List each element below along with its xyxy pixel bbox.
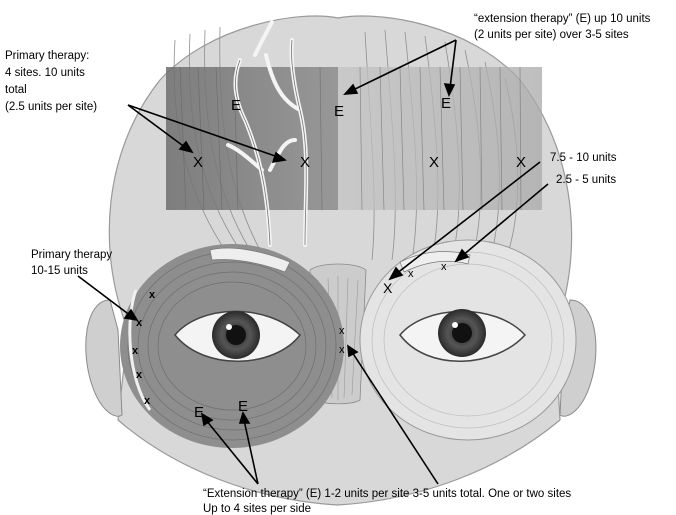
marker-extension-forehead-right: E [441,95,451,112]
extension-bottom-line-2: Up to 4 sites per side [203,503,311,515]
marker-glabella-small-1: x [339,325,345,337]
left-ear [86,300,122,416]
marker-orbicularis-small-1: x [149,289,156,301]
brow-high-dose-label: 7.5 - 10 units [550,152,617,164]
marker-extension-forehead-left: E [231,97,241,114]
marker-extension-lower-1: E [194,404,204,421]
primary-orbicularis-line-2: 10-15 units [31,265,88,277]
extension-bottom-line-1: “Extension therapy” (E) 1-2 units per si… [203,488,571,500]
extension-forehead-note: “extension therapy” (E) up 10 units (2 u… [474,13,654,41]
primary-forehead-note: Primary therapy: 4 sites. 10 units total… [5,50,97,113]
marker-primary-forehead-3: X [429,154,439,171]
marker-primary-brow: X [383,280,393,296]
marker-extension-forehead-center: E [334,103,344,120]
marker-orbicularis-small-3: x [132,345,139,357]
extension-forehead-line-1: “extension therapy” (E) up 10 units [474,13,651,25]
marker-primary-forehead-1: X [193,154,203,171]
primary-forehead-line-1: Primary therapy: [5,50,89,62]
marker-orbicularis-small-2: x [136,317,143,329]
primary-forehead-line-3: total [5,84,27,96]
extension-bottom-note: “Extension therapy” (E) 1-2 units per si… [203,488,574,515]
marker-orbicularis-small-4: x [136,369,143,381]
marker-extension-lower-2: E [238,398,248,415]
marker-primary-forehead-2: X [300,154,310,171]
marker-orbicularis-small-5: x [144,395,151,407]
primary-forehead-line-4: (2.5 units per site) [5,101,97,113]
marker-brow-small-2: x [441,261,447,273]
brow-low-dose-label: 2.5 - 5 units [556,174,616,186]
primary-orbicularis-line-1: Primary therapy [31,249,112,261]
forehead-right-shaded-band [338,67,542,210]
marker-glabella-small-2: x [339,344,345,356]
marker-primary-forehead-4: X [516,154,526,171]
extension-forehead-line-2: (2 units per site) over 3-5 sites [474,29,629,41]
marker-brow-small-1: x [408,268,414,280]
primary-orbicularis-note: Primary therapy 10-15 units [31,249,115,277]
primary-forehead-line-2: 4 sites. 10 units [5,67,85,79]
